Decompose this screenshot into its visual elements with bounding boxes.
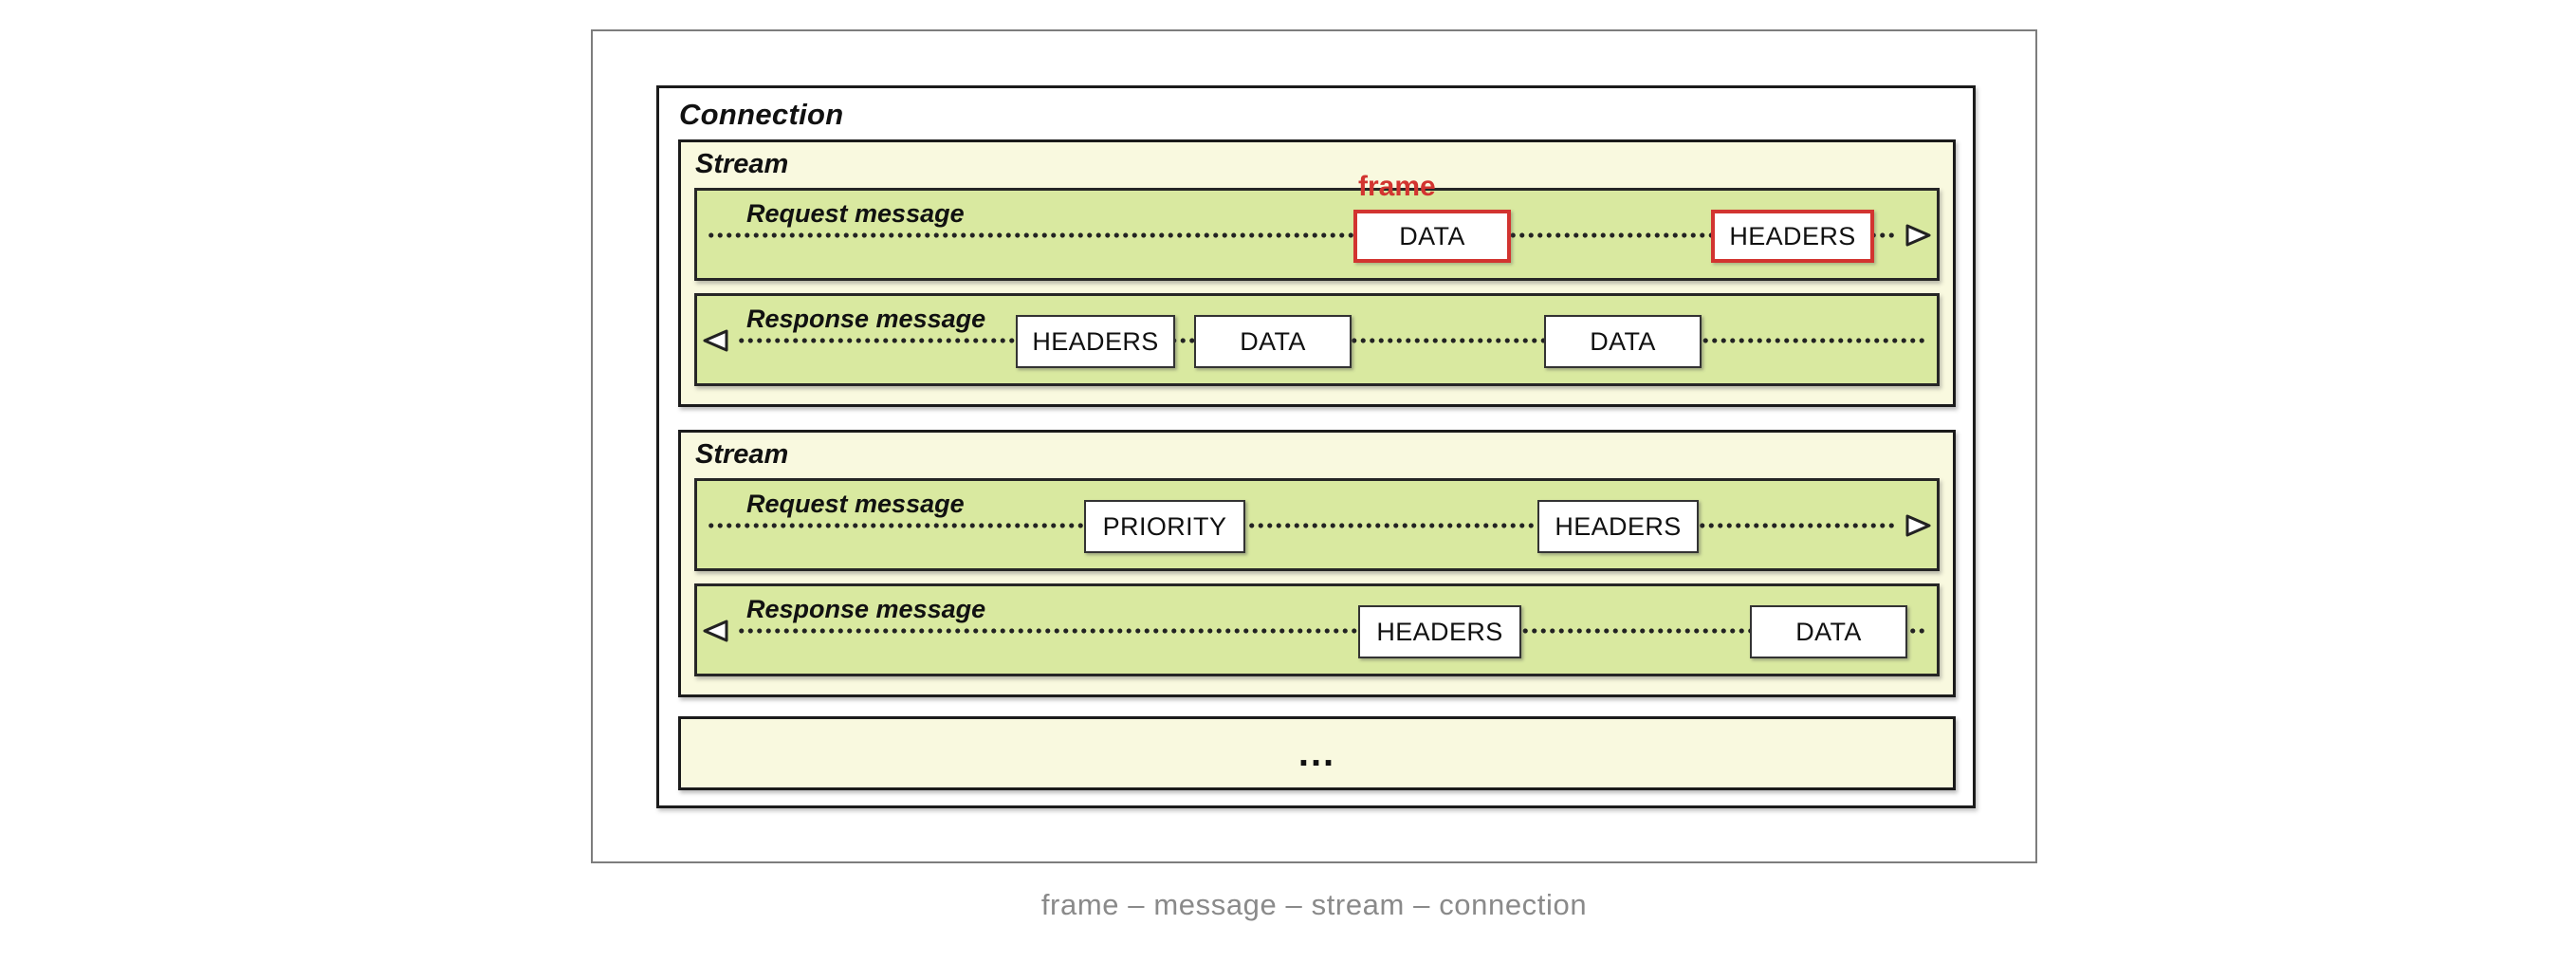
flow-arrow-right-icon <box>1904 513 1932 538</box>
message-row-label: Request message <box>746 490 965 518</box>
flow-arrow-left-icon <box>702 328 730 353</box>
frame-box-priority: PRIORITY <box>1084 500 1245 553</box>
frame-box-headers: HEADERS <box>1537 500 1699 553</box>
response-message-row: Response message HEADERS DATA DATA <box>694 293 1940 386</box>
message-row-label: Response message <box>746 305 986 333</box>
dotted-flow-line <box>707 523 1897 528</box>
request-message-row: Request message DATA HEADERS frame <box>694 173 1940 281</box>
frame-box-headers: HEADERS <box>1016 315 1175 368</box>
frame-box-data: DATA <box>1544 315 1702 368</box>
response-message-row: Response message HEADERS DATA <box>694 583 1940 676</box>
frame-box-headers: HEADERS <box>1711 210 1874 263</box>
frame-box-data: DATA <box>1194 315 1352 368</box>
dotted-flow-line <box>707 232 1897 238</box>
message-row-label: Response message <box>746 595 986 623</box>
flow-arrow-left-icon <box>702 619 730 643</box>
flow-arrow-right-icon <box>1904 223 1932 248</box>
stream-label: Stream <box>695 149 789 179</box>
request-message-row: Request message PRIORITY HEADERS <box>694 478 1940 571</box>
stream-label: Stream <box>695 439 789 470</box>
connection-label: Connection <box>679 98 844 131</box>
message-row-label: Request message <box>746 199 965 228</box>
dotted-flow-line <box>737 628 1927 634</box>
figure-caption: frame – message – stream – connection <box>1040 888 1588 921</box>
frame-box-headers: HEADERS <box>1358 605 1521 658</box>
frame-box-data: DATA <box>1353 210 1511 263</box>
ellipsis-box: ... <box>678 716 1956 790</box>
frame-box-data: DATA <box>1750 605 1907 658</box>
frame-annotation-label: frame <box>1358 171 1436 202</box>
